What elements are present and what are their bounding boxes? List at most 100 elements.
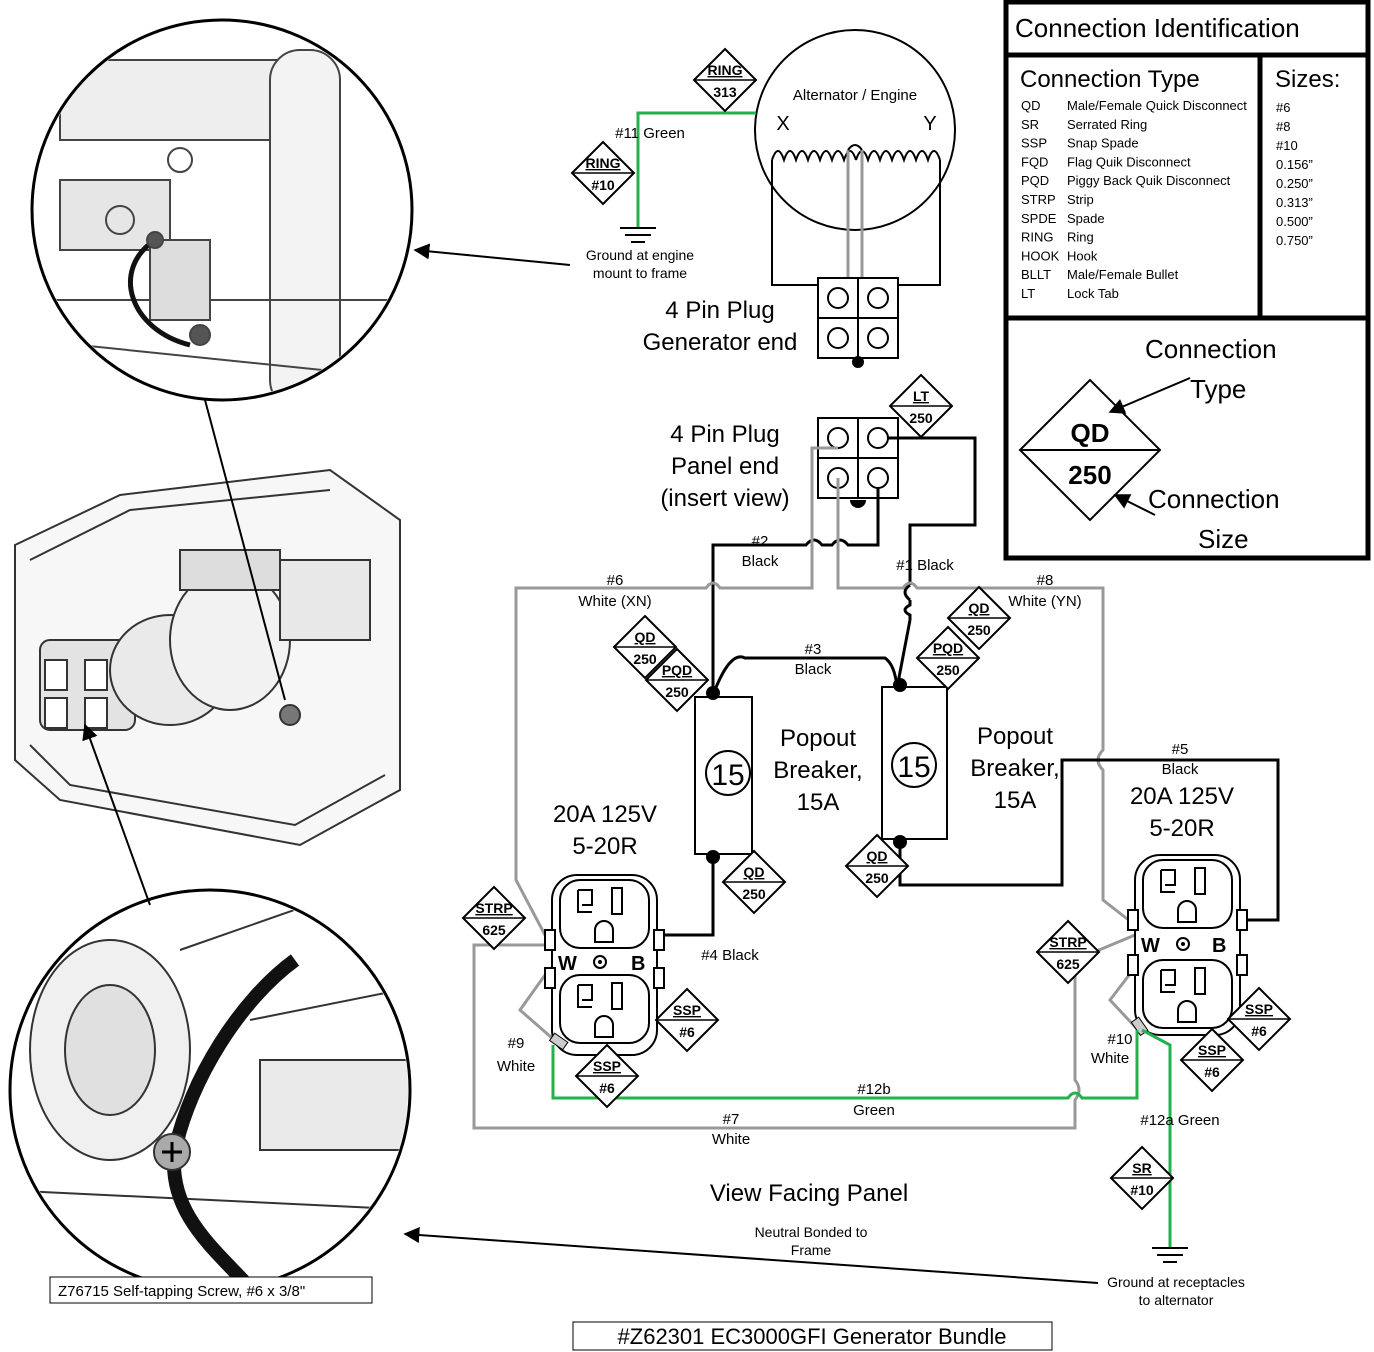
wire-1-label: #1 Black: [896, 557, 954, 574]
x-label: X: [776, 113, 789, 135]
connection-tag-qd250b: QD 250: [946, 585, 1012, 651]
legend-size-item: 0.750”: [1276, 233, 1313, 248]
connection-tags: RING313RING#10LT250QD250PQD250QD250PQD25…: [461, 47, 1292, 1211]
tag-size: 250: [936, 662, 960, 678]
wire-4-label: #4 Black: [701, 947, 759, 964]
wire-5-black: [898, 758, 1280, 922]
wire-2-num: #2: [752, 533, 769, 550]
bundle-title-box: [572, 1321, 1053, 1351]
legend-type-desc: Hook: [1067, 248, 1098, 263]
tag-type: LT: [913, 388, 930, 404]
wire-5-num: #5: [1172, 741, 1189, 758]
legend-size-list: #6#8#100.156”0.250”0.313”0.500”0.750”: [1276, 100, 1313, 248]
legend-size-item: #8: [1276, 119, 1290, 134]
legend-type-code: LT: [1021, 286, 1035, 301]
tag-size: 250: [967, 622, 991, 638]
wire-10-col: White: [1091, 1050, 1129, 1067]
connection-tag-ring313: RING 313: [692, 47, 758, 113]
legend-type-desc: Male/Female Quick Disconnect: [1067, 98, 1247, 113]
view-facing-panel: View Facing Panel: [710, 1180, 908, 1207]
neutral-bond-label-2: Frame: [791, 1242, 832, 1258]
legend-type-desc: Spade: [1067, 211, 1105, 226]
legend-type-code: PQD: [1021, 173, 1049, 188]
tag-type: QD: [969, 600, 990, 616]
wire-12b-num: #12b: [857, 1081, 890, 1098]
breaker-right-rating: 15: [897, 751, 930, 784]
ground-recept-label-1: Ground at receptacles: [1107, 1274, 1245, 1290]
key-size-line2: Size: [1198, 524, 1249, 554]
breaker-right-label-2: Breaker,: [970, 755, 1059, 782]
key-tag-top: QD: [1071, 418, 1110, 448]
tag-type: SR: [1132, 1160, 1151, 1176]
ground-recept-label-2: to alternator: [1139, 1292, 1214, 1308]
connection-tag-pqd250b: PQD 250: [915, 625, 981, 691]
legend-type-desc: Ring: [1067, 230, 1094, 245]
wire-11-label: #11 Green: [615, 125, 685, 142]
detail-circle-receptacle-ground: [8, 888, 412, 1292]
wire-12b-col: Green: [853, 1102, 895, 1119]
neutral-bond-label-1: Neutral Bonded to: [755, 1224, 868, 1240]
tag-type: QD: [867, 848, 888, 864]
tag-size: 625: [1056, 956, 1080, 972]
ground-engine-label-2: mount to frame: [593, 265, 687, 281]
ground-engine-label-1: Ground at engine: [586, 247, 694, 263]
legend-size-item: 0.250”: [1276, 176, 1313, 191]
tag-type: PQD: [933, 640, 963, 656]
legend-type-code: RING: [1021, 230, 1054, 245]
plug-panel-label-1: 4 Pin Plug: [670, 421, 779, 448]
legend-type-desc: Piggy Back Quik Disconnect: [1067, 173, 1231, 188]
wire-11-green: [636, 111, 756, 228]
legend-title: Connection Identification: [1015, 13, 1300, 43]
wire-7-white: [472, 933, 1136, 1130]
tag-size: 250: [633, 651, 657, 667]
tag-size: #10: [591, 177, 615, 193]
plug-gen-label-1: 4 Pin Plug: [665, 297, 774, 324]
legend-size-item: #10: [1276, 138, 1298, 153]
alternator: Alternator / Engine X Y: [754, 29, 956, 335]
tag-size: 250: [865, 870, 889, 886]
legend-type-code: STRP: [1021, 192, 1056, 207]
wire-7-col: White: [712, 1131, 750, 1148]
tag-size: 250: [742, 886, 766, 902]
recept-right-label-2: 5-20R: [1149, 815, 1214, 842]
connection-tag-lt250: LT 250: [888, 373, 954, 439]
plug-panel-end: [817, 417, 899, 508]
legend-type-desc: Snap Spade: [1067, 136, 1139, 151]
plug-generator-end: [817, 277, 899, 368]
legend-size-item: 0.156”: [1276, 157, 1313, 172]
tag-size: #6: [599, 1080, 615, 1096]
connection-tag-ssp6c: SSP#6: [1226, 986, 1292, 1052]
connection-tag-sr10: SR#10: [1109, 1145, 1175, 1211]
ground-symbol-engine: [620, 227, 656, 243]
wire-6-num: #6: [607, 572, 624, 589]
legend-type-desc: Strip: [1067, 192, 1094, 207]
generator-illustration: [14, 468, 401, 847]
wire-9-col: White: [497, 1058, 535, 1075]
connection-tag-ssp6a: SSP#6: [654, 987, 720, 1053]
tag-type: RING: [586, 155, 621, 171]
wire-8-col: White (YN): [1008, 593, 1081, 610]
tag-size: 250: [909, 410, 933, 426]
key-type-line1: Connection: [1145, 334, 1277, 364]
recept-right-w: W: [1141, 935, 1160, 957]
recept-right-b: B: [1212, 935, 1226, 957]
y-label: Y: [923, 113, 936, 135]
key-tag-bottom: 250: [1068, 460, 1111, 490]
breaker-left-label-2: Breaker,: [773, 757, 862, 784]
connection-tag-qd250d: QD 250: [844, 833, 910, 899]
tag-type: RING: [708, 62, 743, 78]
recept-left-b: B: [631, 953, 645, 975]
breaker-left-rating: 15: [711, 759, 744, 792]
ground-symbol-receptacles: [1152, 1247, 1188, 1263]
key-size-line1: Connection: [1148, 484, 1280, 514]
wire-6-white: [514, 446, 838, 936]
legend-type-desc: Male/Female Bullet: [1067, 267, 1179, 282]
legend-type-code: HOOK: [1021, 248, 1060, 263]
legend-size-item: 0.500”: [1276, 214, 1313, 229]
legend-type-code: QD: [1021, 98, 1041, 113]
tag-size: 313: [713, 84, 737, 100]
